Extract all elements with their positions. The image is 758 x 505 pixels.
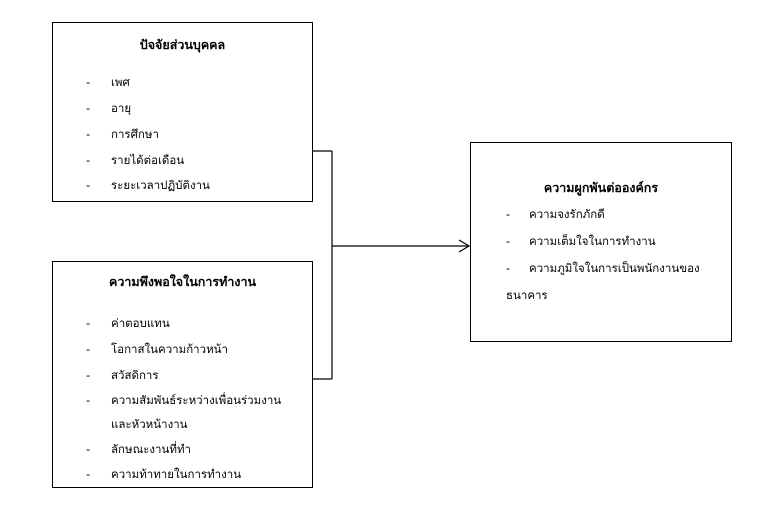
- dash-bullet: -: [86, 442, 91, 456]
- dash-bullet: -: [86, 316, 91, 330]
- job-satisfaction-item: ลักษณะงานที่ทำ: [111, 442, 191, 456]
- dash-bullet: -: [86, 75, 91, 89]
- organizational-commitment-item: ความจงรักภักดี: [529, 207, 605, 221]
- job-satisfaction-item: สวัสดิการ: [111, 368, 159, 382]
- dash-bullet: -: [86, 127, 91, 141]
- dash-bullet: -: [86, 368, 91, 382]
- organizational-commitment-title: ความผูกพันต่อองค์กร: [543, 180, 659, 195]
- personal-factors-box: ปัจจัยส่วนบุคคล - เพศ - อายุ - การศึกษา …: [52, 22, 313, 202]
- dash-bullet: -: [86, 393, 91, 407]
- dash-bullet: -: [86, 101, 91, 115]
- organizational-commitment-box: ความผูกพันต่อองค์กร - ความจงรักภักดี - ค…: [470, 142, 732, 342]
- dash-bullet: -: [86, 342, 91, 356]
- arrow-head-icon: [458, 239, 471, 253]
- job-satisfaction-item: โอกาสในความก้าวหน้า: [111, 342, 228, 356]
- personal-factor-item: การศึกษา: [111, 127, 159, 141]
- organizational-commitment-item: ความเต็มใจในการทำงาน: [529, 234, 656, 248]
- dash-bullet: -: [86, 467, 91, 481]
- personal-factor-item: รายได้ต่อเดือน: [111, 153, 185, 167]
- personal-factors-title: ปัจจัยส่วนบุคคล: [139, 37, 226, 52]
- personal-factor-item: เพศ: [111, 75, 130, 89]
- job-satisfaction-item-continued: และหัวหน้างาน: [111, 417, 188, 431]
- dash-bullet: -: [506, 234, 511, 248]
- job-satisfaction-box: ความพึงพอใจในการทำงาน - ค่าตอบแทน - โอกา…: [52, 261, 313, 488]
- dash-bullet: -: [86, 153, 91, 167]
- job-satisfaction-item: ค่าตอบแทน: [111, 316, 170, 330]
- job-satisfaction-item: ความท้าทายในการทำงาน: [111, 467, 242, 481]
- dash-bullet: -: [86, 178, 91, 192]
- organizational-commitment-item: ความภูมิใจในการเป็นพนักงานของ: [529, 261, 700, 275]
- dash-bullet: -: [506, 207, 511, 221]
- job-satisfaction-title: ความพึงพอใจในการทำงาน: [108, 274, 257, 289]
- dash-bullet: -: [506, 261, 511, 275]
- personal-factor-item: อายุ: [111, 101, 132, 115]
- personal-factor-item: ระยะเวลาปฏิบัติงาน: [111, 178, 210, 192]
- job-satisfaction-item: ความสัมพันธ์ระหว่างเพื่อนร่วมงาน: [111, 393, 282, 407]
- organizational-commitment-item-continued: ธนาคาร: [506, 288, 548, 302]
